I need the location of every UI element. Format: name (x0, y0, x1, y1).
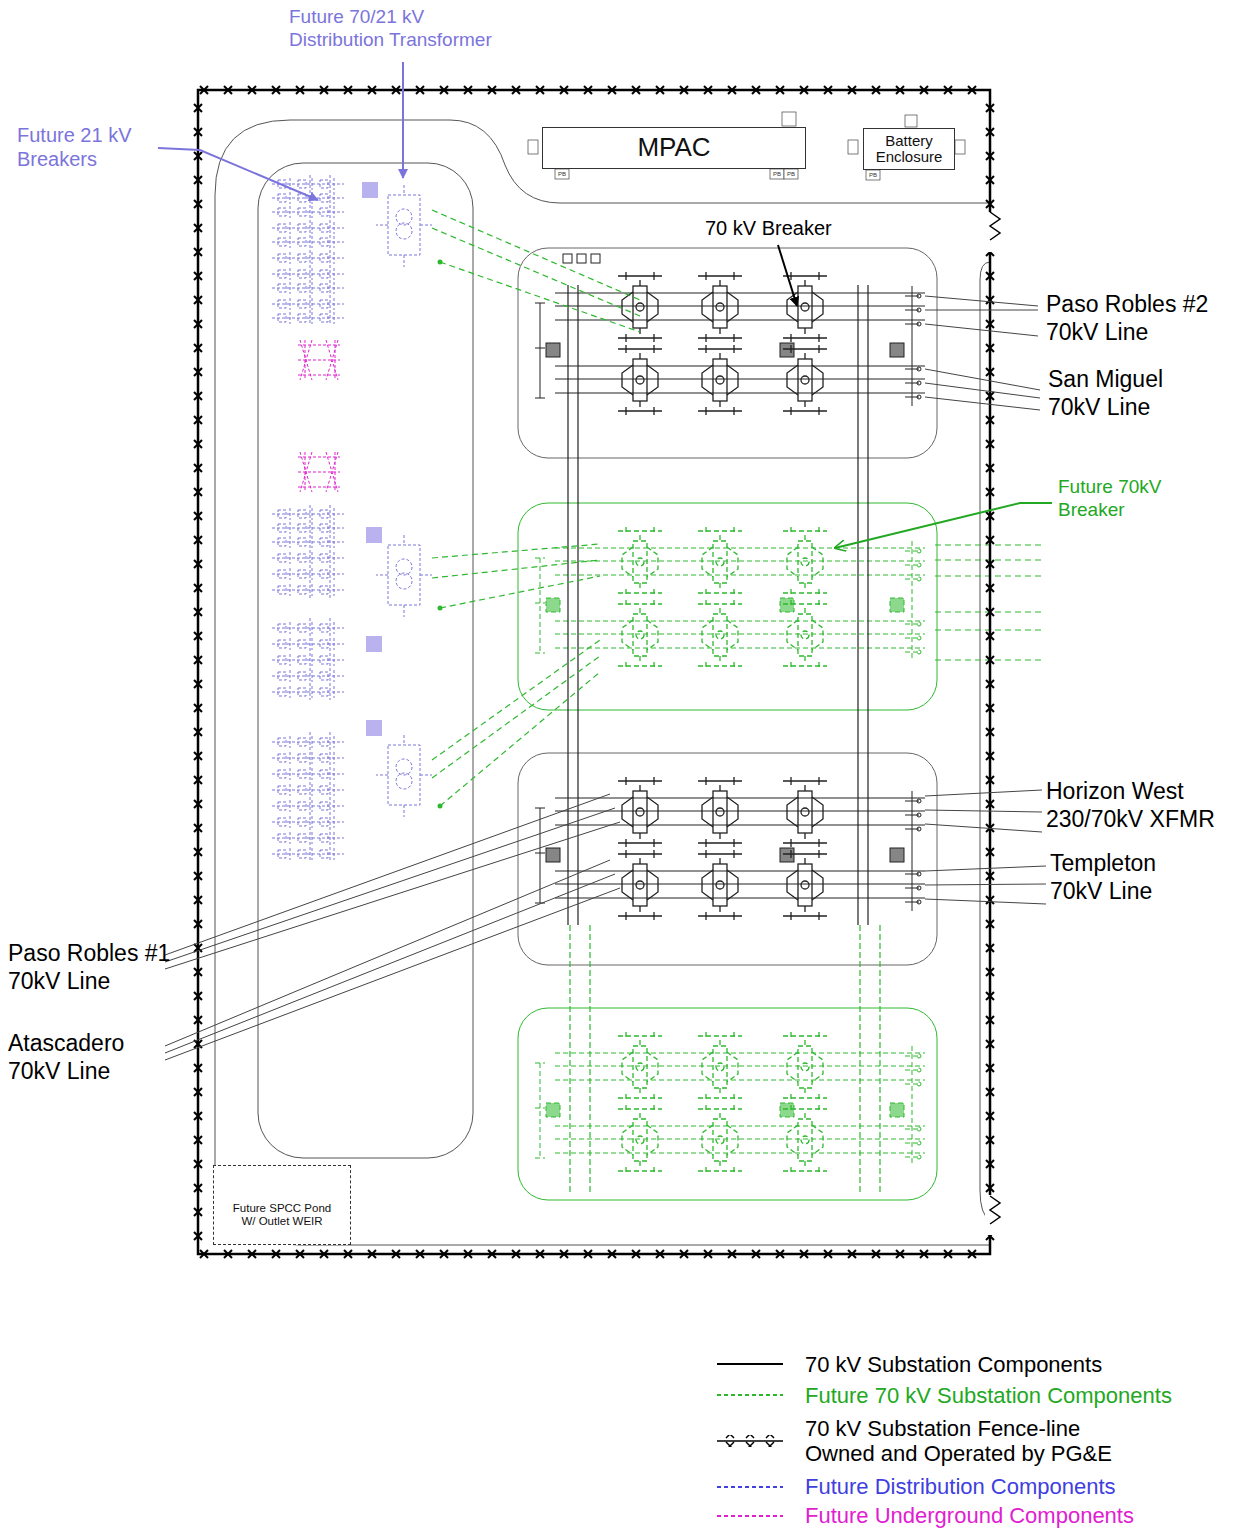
legend-text: Future Underground Components (805, 1503, 1245, 1528)
callout-label: Future 21 kV Breakers (17, 123, 157, 171)
pull-box-tag: PB (770, 169, 784, 179)
callout-label: 70 kV Breaker (705, 216, 875, 240)
legend-sample (717, 1394, 783, 1396)
line-label: San Miguel 70kV Line (1048, 366, 1183, 421)
legend-text: 70 kV Substation Components (805, 1352, 1245, 1377)
legend-text: Future 70 kV Substation Components (805, 1383, 1245, 1408)
legend-text: 70 kV Substation Fence-line Owned and Op… (805, 1416, 1145, 1467)
callout-label: Future 70/21 kV Distribution Transformer (289, 6, 524, 52)
pull-box-tag: PB (555, 169, 569, 179)
legend-sample (717, 1515, 783, 1517)
spcc-pond: Future SPCC Pond W/ Outlet WEIR (213, 1165, 351, 1245)
line-label: Horizon West 230/70kV XFMR (1046, 778, 1246, 833)
legend-text: Future Distribution Components (805, 1474, 1245, 1499)
legend-sample (717, 1486, 783, 1488)
node-text: MPAC (637, 133, 710, 163)
pull-box-tag: PB (866, 170, 880, 180)
node-text: Battery Enclosure (868, 133, 950, 166)
pull-box-tag: PB (784, 169, 798, 179)
callout-label: Future 70kV Breaker (1058, 476, 1193, 522)
battery-enclosure: Battery Enclosure (863, 128, 955, 170)
line-label: Atascadero 70kV Line (8, 1030, 158, 1085)
mpac-enclosure: MPAC (542, 127, 806, 169)
line-label: Paso Robles #1 70kV Line (8, 940, 173, 995)
line-label: Paso Robles #2 70kV Line (1046, 291, 1211, 346)
node-text: Future SPCC Pond W/ Outlet WEIR (228, 1202, 336, 1228)
legend-sample (717, 1363, 783, 1365)
legend-sample (717, 1435, 783, 1447)
line-label: Templeton 70kV Line (1050, 850, 1190, 905)
